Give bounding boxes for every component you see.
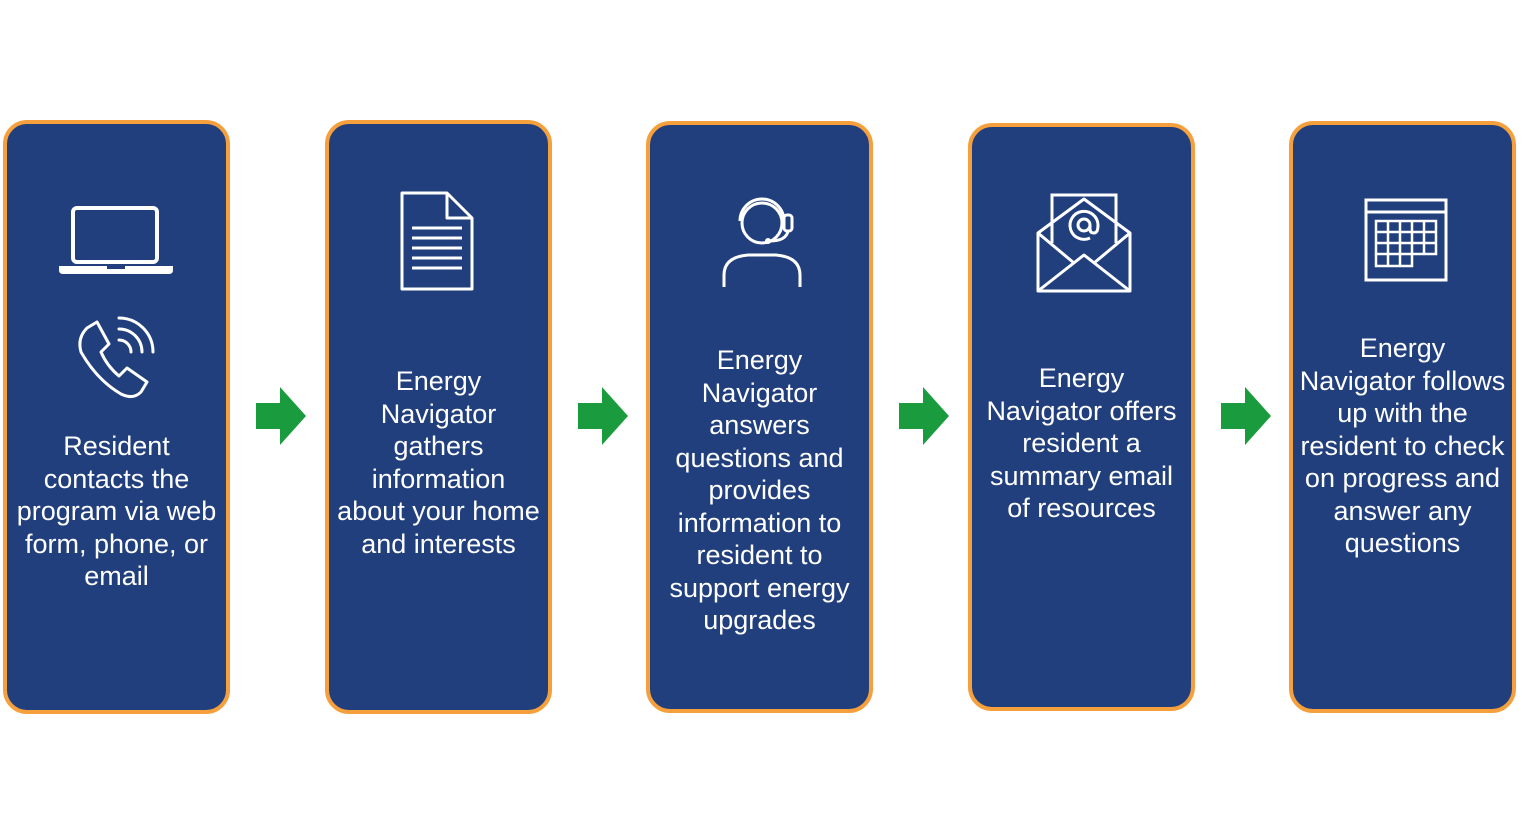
right-arrow-icon [899, 387, 949, 445]
step-text: Resident contacts the program via web fo… [16, 431, 217, 591]
email-envelope-icon [1036, 193, 1132, 293]
step-card-5: Energy Navigator follows up with the res… [1289, 121, 1516, 713]
phone-icon [78, 316, 155, 399]
calendar-icon [1364, 198, 1448, 282]
right-arrow-icon [1221, 387, 1271, 445]
step-card-2: Energy Navigator gathers information abo… [325, 120, 552, 714]
document-icon [400, 191, 474, 291]
step-card-3: Energy Navigator answers questions and p… [646, 121, 873, 713]
step-text: Energy Navigator follows up with the res… [1299, 333, 1506, 558]
step-text: Energy Navigator answers questions and p… [669, 345, 850, 635]
step-text: Energy Navigator gathers information abo… [337, 366, 540, 559]
step-card-4: Energy Navigator offers resident a summa… [968, 123, 1195, 711]
laptop-icon [59, 206, 173, 274]
right-arrow-icon [256, 387, 306, 445]
step-text: Energy Navigator offers resident a summa… [986, 363, 1177, 523]
headset-agent-icon [722, 197, 802, 287]
step-card-1: Resident contacts the program via web fo… [3, 120, 230, 714]
right-arrow-icon [578, 387, 628, 445]
